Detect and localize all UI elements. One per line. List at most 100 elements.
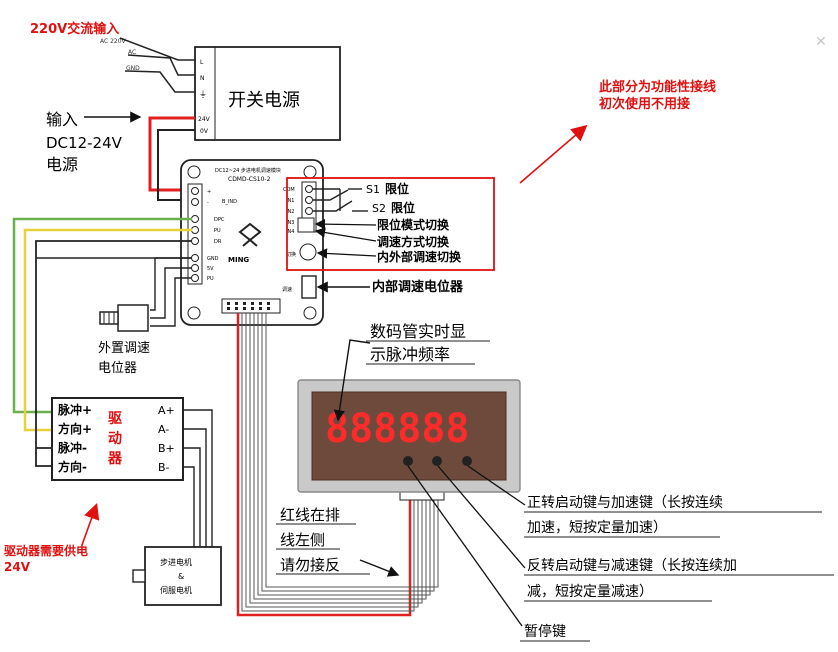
display-note-arrow (333, 339, 371, 422)
wire-black-2 (35, 448, 52, 467)
motor-shaft (132, 569, 146, 583)
inner-pot (301, 275, 317, 299)
display-digits: 888888 (325, 406, 470, 452)
psu-n: N (200, 75, 205, 82)
svg-text:COM: COM (283, 187, 295, 193)
board-left-terminals: + - DPC PU DR GND 5V PU B_IND (187, 183, 237, 285)
ext-pot-line1: 外置调速 (98, 341, 150, 356)
psu-0v: 0V (200, 128, 209, 135)
driver-a-plus: A+ (158, 404, 175, 417)
button-pause[interactable] (462, 456, 472, 466)
ac-wires (119, 37, 195, 93)
svg-text:PU: PU (207, 276, 214, 282)
motor-wires (183, 409, 213, 555)
driver-title-2: 动 (108, 430, 122, 447)
motor-box (144, 546, 222, 606)
board-title-2: CDMD-CS10-2 (228, 176, 271, 183)
psu-title: 开关电源 (228, 90, 300, 111)
svg-text:DR: DR (214, 239, 222, 245)
ac-n-label: AC (128, 49, 136, 56)
gnd-label: GND (126, 65, 140, 72)
external-pot (99, 304, 149, 332)
ribbon-connector (221, 298, 281, 314)
display-note-line1: 数码管实时显 (370, 322, 466, 341)
svg-text:DPC: DPC (214, 217, 225, 223)
board-title-1: DC12~24 步进电机调速模块 (215, 167, 281, 174)
limit-switches (313, 188, 368, 212)
dc-input-line3: 电源 (46, 155, 78, 174)
wire-yellow (23, 228, 192, 432)
board-logo-icon (238, 222, 262, 247)
driver-pul-minus: 脉冲- (57, 440, 87, 455)
driver-power-arrow (81, 502, 100, 546)
svg-text:IN2: IN2 (286, 209, 294, 215)
display-note-line2: 示脉冲频率 (370, 345, 450, 364)
ext-pot-wires (150, 257, 192, 327)
board-logo: MING (228, 256, 249, 264)
wire-0v-black (157, 129, 195, 201)
speed-mode-label: 调速方式切换 (377, 234, 450, 249)
driver-b-plus: B+ (158, 442, 175, 455)
svg-text:IN3: IN3 (286, 220, 294, 226)
pause-desc: 暂停键 (524, 623, 566, 640)
driver-box (51, 397, 184, 481)
ac-l-label: AC 220V (100, 38, 127, 45)
limit2-label: 限位 (391, 200, 415, 215)
driver-power-line1: 驱动器需要供电 (4, 543, 88, 558)
inner-outer-label: 内外部调速切换 (377, 249, 462, 264)
redline-line1: 红线在排 (280, 506, 340, 524)
close-icon[interactable]: ✕ (815, 34, 827, 50)
s1-label: S1 (366, 183, 380, 196)
rev-desc-line2: 减，短按定量减速） (527, 584, 653, 600)
note-line1: 此部分为功能性接线 (599, 79, 716, 95)
wire-24v-red (148, 116, 195, 192)
rev-desc-line1: 反转启动键与减速键（长按连续加 (527, 557, 737, 574)
dc-input-line2: DC12-24V (46, 134, 123, 152)
driver-dir-plus: 方向+ (58, 421, 92, 436)
ext-pot-line2: 电位器 (98, 361, 137, 376)
ac-input-title: 220V交流输入 (30, 21, 119, 37)
dc-input-line1: 输入 (46, 110, 78, 129)
ribbon-cable (236, 313, 439, 617)
redline-arrow (359, 559, 400, 577)
s2-label: S2 (372, 202, 386, 215)
svg-text:5V: 5V (207, 266, 214, 272)
driver-title-1: 驱 (108, 411, 122, 427)
functional-wiring-box (286, 177, 495, 271)
note-arrow (519, 124, 588, 184)
driver-a-minus: A- (158, 423, 169, 436)
inner-pot-label: 内部调速电位器 (372, 279, 464, 295)
limit-mode-label: 限位模式切换 (377, 217, 450, 232)
button-forward[interactable] (403, 456, 413, 466)
svg-text:B_IND: B_IND (222, 199, 237, 205)
driver-title-3: 器 (107, 451, 123, 467)
motor-line1: 步进电机 (160, 557, 192, 567)
redline-line2: 线左侧 (280, 531, 325, 549)
fwd-desc-line2: 加速，短按定量加速） (527, 520, 667, 536)
svg-text:+: + (207, 189, 211, 195)
psu-l: L (200, 59, 204, 66)
wire-green (12, 217, 192, 414)
driver-pul-plus: 脉冲+ (57, 402, 92, 417)
fwd-desc-line1: 正转启动键与加速键（长按连续 (527, 494, 723, 511)
driver-power-line2: 24V (4, 560, 31, 574)
svg-text:GND: GND (207, 256, 219, 262)
motor-line2: & (178, 572, 184, 581)
svg-text:-: - (207, 200, 209, 206)
svg-text:IN1: IN1 (286, 198, 294, 204)
wire-black-1 (35, 240, 192, 449)
board-right-terminals: COM IN1 IN2 IN3 IN4 切换 调速 (282, 181, 317, 293)
button-reverse[interactable] (432, 456, 442, 466)
svg-text:调速: 调速 (282, 286, 292, 293)
note-line2: 初次使用不用接 (599, 96, 690, 112)
motor-line3: 伺服电机 (160, 585, 192, 595)
psu-gnd: ⏚ (199, 90, 207, 99)
svg-text:切换: 切换 (286, 251, 296, 258)
switching-psu (194, 46, 341, 141)
limit1-label: 限位 (385, 181, 409, 196)
svg-text:PU: PU (214, 228, 221, 234)
driver-b-minus: B- (158, 461, 170, 474)
svg-text:IN4: IN4 (286, 229, 294, 235)
